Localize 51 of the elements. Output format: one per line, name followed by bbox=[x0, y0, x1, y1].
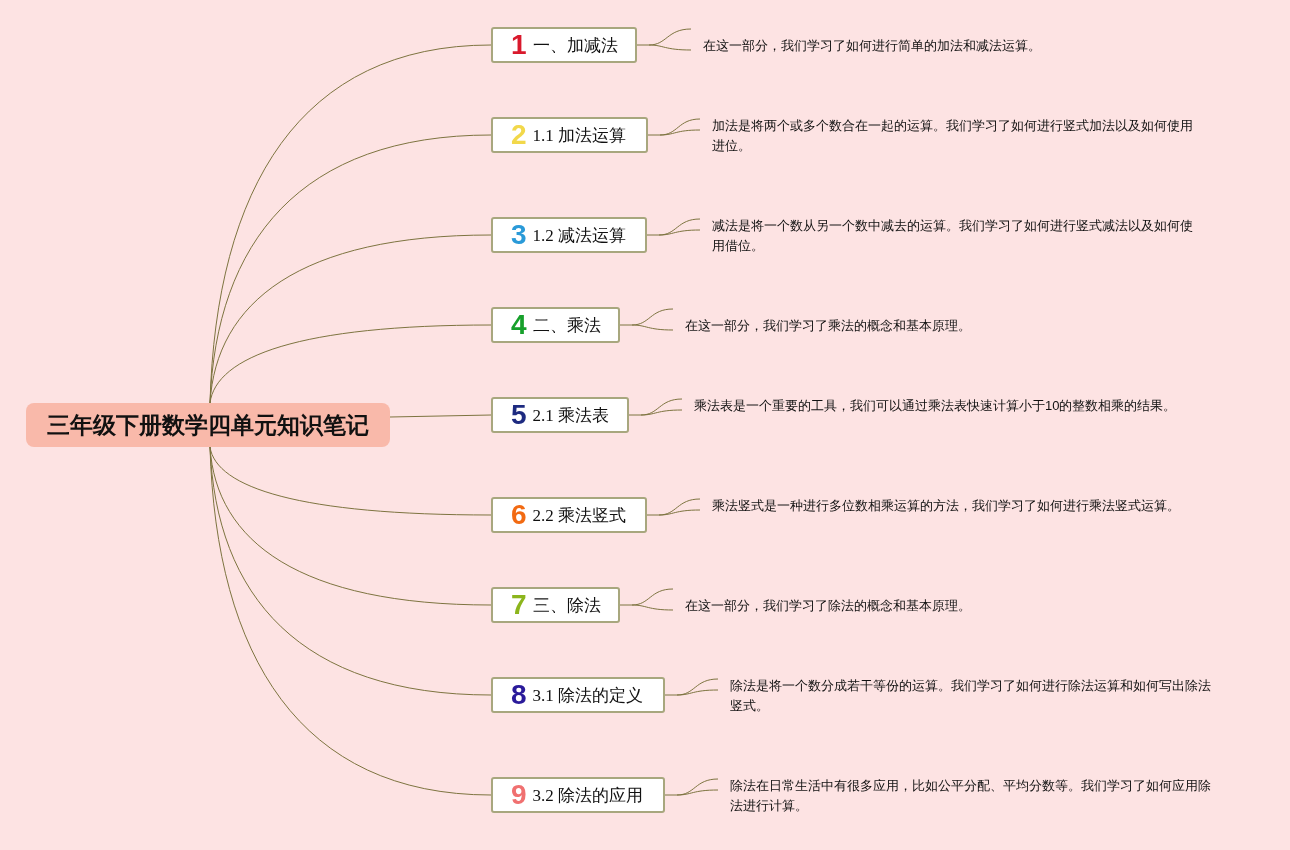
connector-line bbox=[647, 118, 701, 136]
connector-line bbox=[619, 308, 674, 331]
topic-box bbox=[491, 117, 648, 153]
connector-line bbox=[209, 234, 492, 404]
topic-text: 二、乘法 bbox=[532, 314, 601, 337]
number-marker: 1 bbox=[511, 31, 527, 59]
number-marker: 8 bbox=[511, 681, 527, 709]
note-text: 乘法表是一个重要的工具，我们可以通过乘法表快速计算小于10的整数相乘的结果。 bbox=[682, 396, 1182, 416]
topic-box bbox=[491, 587, 620, 623]
topic-box bbox=[491, 27, 637, 63]
connector-line bbox=[636, 28, 692, 51]
connector-line bbox=[646, 498, 701, 516]
number-marker: 7 bbox=[511, 591, 527, 619]
connector-line bbox=[209, 324, 492, 404]
topic-box bbox=[491, 777, 665, 813]
number-marker: 5 bbox=[511, 401, 527, 429]
note-text: 除法在日常生活中有很多应用，比如公平分配、平均分数等。我们学习了如何应用除法进行计算。 bbox=[718, 776, 1218, 816]
number-marker: 2 bbox=[511, 121, 527, 149]
note-text: 乘法竖式是一种进行多位数相乘运算的方法，我们学习了如何进行乘法竖式运算。 bbox=[700, 496, 1190, 516]
topic-text: 1.2 减法运算 bbox=[532, 224, 627, 247]
note-text: 在这一部分，我们学习了除法的概念和基本原理。 bbox=[673, 596, 1173, 616]
topic-text: 三、除法 bbox=[532, 594, 601, 617]
connector-line bbox=[209, 446, 492, 796]
connector-line bbox=[646, 218, 701, 236]
topic-text: 1.1 加法运算 bbox=[532, 124, 627, 147]
topic-text: 3.2 除法的应用 bbox=[532, 784, 644, 807]
note-text: 减法是将一个数从另一个数中减去的运算。我们学习了如何进行竖式减法以及如何使用借位。 bbox=[700, 216, 1200, 256]
topic-text: 一、加减法 bbox=[532, 34, 618, 57]
topic-box bbox=[491, 217, 647, 253]
note-text: 在这一部分，我们学习了如何进行简单的加法和减法运算。 bbox=[691, 36, 1191, 56]
number-marker: 6 bbox=[511, 501, 527, 529]
connector-line bbox=[628, 398, 683, 416]
topic-text: 3.1 除法的定义 bbox=[532, 684, 644, 707]
connector-line bbox=[664, 778, 719, 796]
note-text: 除法是将一个数分成若干等份的运算。我们学习了如何进行除法运算和如何写出除法竖式。 bbox=[718, 676, 1218, 716]
number-marker: 4 bbox=[511, 311, 527, 339]
topic-box bbox=[491, 677, 665, 713]
connector-line bbox=[619, 588, 674, 611]
topic-box bbox=[491, 307, 620, 343]
number-marker: 9 bbox=[511, 781, 527, 809]
note-text: 加法是将两个或多个数合在一起的运算。我们学习了如何进行竖式加法以及如何使用进位。 bbox=[700, 116, 1200, 156]
connector-line bbox=[664, 678, 719, 696]
note-text: 在这一部分，我们学习了乘法的概念和基本原理。 bbox=[673, 316, 1173, 336]
central-topic: 三年级下册数学四单元知识笔记 bbox=[26, 403, 390, 447]
topic-text: 2.2 乘法竖式 bbox=[532, 504, 627, 527]
connector-line bbox=[209, 134, 492, 404]
number-marker: 3 bbox=[511, 221, 527, 249]
topic-box bbox=[491, 497, 647, 533]
topic-text: 2.1 乘法表 bbox=[532, 404, 610, 427]
topic-box bbox=[491, 397, 629, 433]
connector-line bbox=[389, 414, 492, 418]
